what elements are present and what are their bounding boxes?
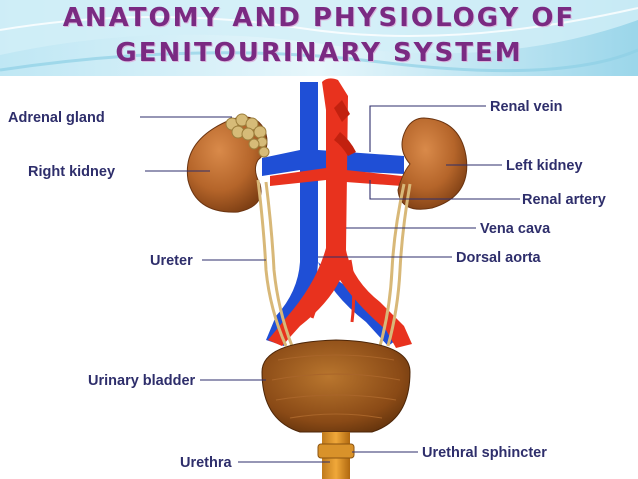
- label-urethral-sphincter: Urethral sphincter: [422, 445, 547, 461]
- renal-arteries: [270, 168, 402, 186]
- title-banner: Anatomy and physiology of genitourinary …: [0, 0, 638, 76]
- left-kidney: [397, 117, 468, 210]
- label-renal-artery: Renal artery: [522, 192, 606, 208]
- urinary-bladder: [261, 339, 411, 433]
- label-urethra: Urethra: [180, 455, 233, 471]
- title-line-1: Anatomy and physiology of: [62, 3, 576, 33]
- dorsal-aorta: [268, 78, 412, 349]
- label-renal-vein: Renal vein: [490, 99, 563, 115]
- leader-lines: [140, 105, 520, 463]
- label-urinary-bladder: Urinary bladder: [88, 373, 196, 389]
- label-ureter: Ureter: [150, 253, 193, 269]
- ureters: [256, 179, 412, 347]
- label-dorsal-aorta: Dorsal aorta: [456, 250, 542, 266]
- urethral-sphincter: [317, 443, 355, 459]
- label-left-kidney: Left kidney: [506, 158, 583, 174]
- label-adrenal-gland: Adrenal gland: [8, 110, 105, 126]
- label-right-kidney: Right kidney: [28, 164, 115, 180]
- adrenal-gland: [225, 113, 270, 158]
- urinary-system-diagram: Adrenal gland Right kidney Ureter Urinar…: [8, 78, 606, 479]
- title-line-2: genitourinary system: [115, 38, 523, 68]
- title-banner-background: [0, 0, 638, 76]
- label-vena-cava: Vena cava: [480, 221, 551, 237]
